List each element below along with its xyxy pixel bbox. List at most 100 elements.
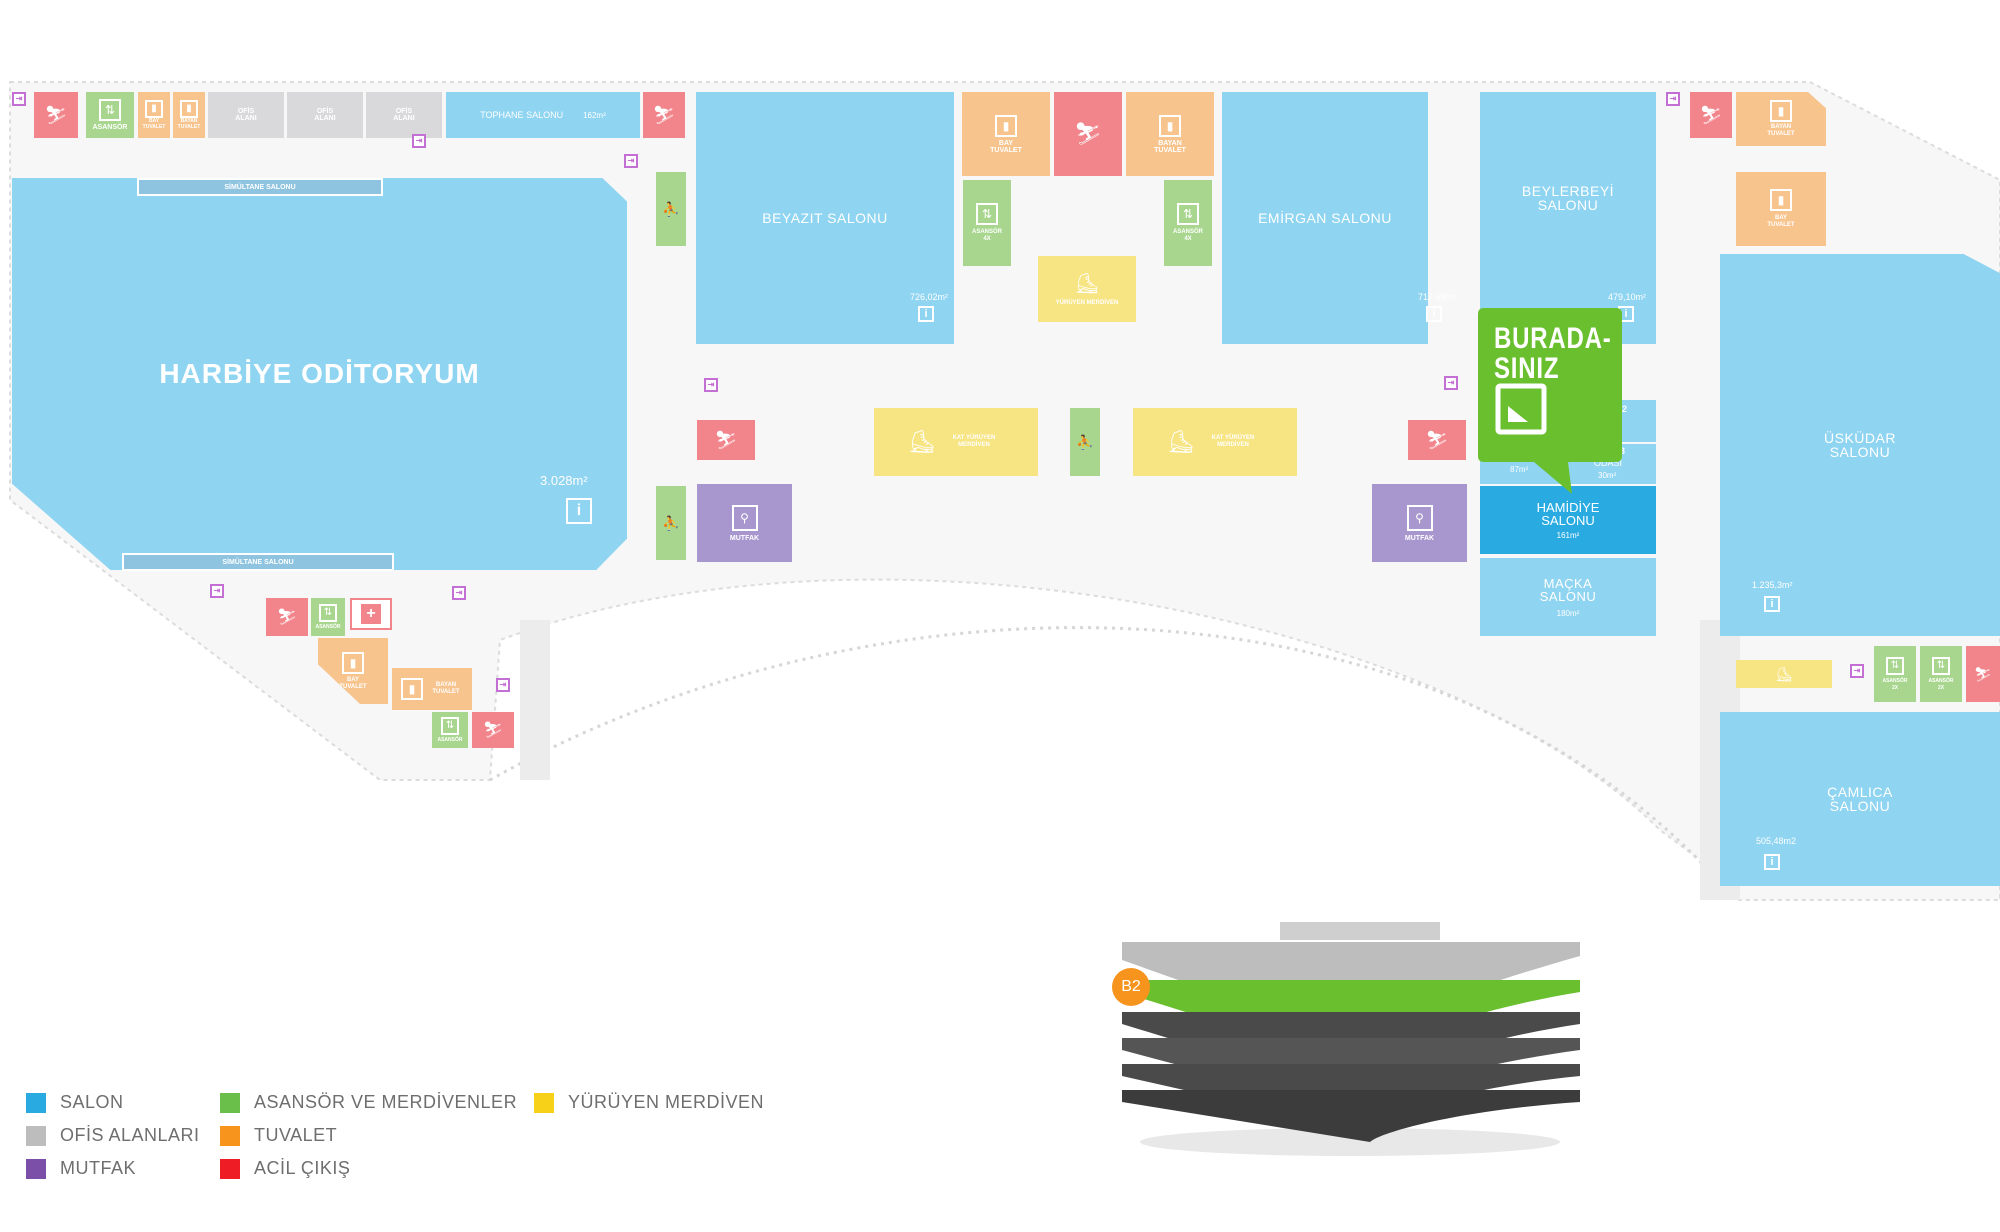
- escalator-icon: ⛸: [1775, 665, 1793, 682]
- elevator-lower-1[interactable]: ⇅ ASANSÖR: [311, 598, 345, 636]
- elevator-2x-1[interactable]: ⇅ ASANSÖR 2X: [1874, 646, 1916, 702]
- simultane-salon-top[interactable]: SİMÜLTANE SALONU: [137, 178, 383, 196]
- beyazit-area: 726,02m²: [910, 292, 949, 302]
- elevator-1[interactable]: ⇅ ASANSÖR: [86, 92, 134, 138]
- toilet-icon: ▮: [145, 100, 163, 118]
- first-aid-icon: +: [361, 604, 381, 624]
- elevator-icon: ⇅: [1886, 656, 1904, 675]
- exit-door-pin-icon: ⇥: [1444, 376, 1458, 390]
- stairs-2[interactable]: ⛹: [656, 486, 686, 560]
- tophane-area: 162m²: [583, 110, 606, 120]
- elevator-icon: ⇅: [1932, 656, 1950, 675]
- simultane-salon-bottom[interactable]: SİMÜLTANE SALONU: [122, 553, 394, 571]
- escalator-icon: ⛹: [662, 514, 680, 531]
- beylerbeyi-area: 479,10m²: [1608, 292, 1647, 302]
- hamidiye-salon[interactable]: HAMİDİYE SALONU 161m²: [1480, 486, 1656, 554]
- women-toilet-1[interactable]: ▮ BAYAN TUVALET: [173, 92, 205, 138]
- elevator-icon: ⇅: [319, 603, 337, 622]
- info-icon[interactable]: i: [566, 498, 592, 524]
- emergency-exit-3[interactable]: ⛷: [1054, 92, 1122, 176]
- legend-office: OFİS ALANLARI: [26, 1125, 200, 1146]
- escalator-center[interactable]: ⛸ YÜRÜYEN MERDİVEN: [1038, 256, 1136, 322]
- first-aid[interactable]: +: [350, 598, 392, 630]
- beyazit-salon[interactable]: BEYAZIT SALONU: [696, 92, 954, 344]
- legend-kitchen: MUTFAK: [26, 1158, 136, 1179]
- info-icon[interactable]: i: [918, 306, 934, 322]
- toilet-icon: ▮: [1770, 100, 1792, 122]
- floor-escalator-1[interactable]: ⛸ KAT YÜRÜYEN MERDİVEN: [874, 408, 1038, 476]
- legend-salon: SALON: [26, 1092, 124, 1113]
- exit-door-pin-icon: ⇥: [496, 678, 510, 692]
- women-toilet-4[interactable]: ▮ BAYAN TUVALET: [392, 668, 472, 710]
- kitchen-left[interactable]: ⚲ MUTFAK: [697, 484, 792, 562]
- exit-door-pin-icon: ⇥: [412, 134, 426, 148]
- emergency-exit-8[interactable]: ⛷: [266, 598, 308, 636]
- elevator-4x-right[interactable]: ⇅ ASANSÖR 4X: [1164, 180, 1212, 266]
- emergency-exit-icon: ⛷: [714, 429, 738, 450]
- harbiye-auditorium[interactable]: HARBİYE ODİTORYUM: [12, 178, 627, 570]
- emergency-exit-5[interactable]: ⛷: [1408, 420, 1466, 460]
- uskudar-salon[interactable]: ÜSKÜDAR SALONU: [1720, 254, 2000, 636]
- macka-salon[interactable]: MAÇKA SALONU 180m²: [1480, 558, 1656, 636]
- exit-door-pin-icon: ⇥: [1666, 92, 1680, 106]
- escalator-icon: ⛸: [1167, 429, 1195, 454]
- emergency-exit-icon: ⛷: [1425, 429, 1449, 450]
- exit-door-pin-icon: ⇥: [452, 586, 466, 600]
- camlica-area: 505,48m2: [1756, 836, 1797, 846]
- emergency-exit-6[interactable]: ⛷: [1690, 92, 1732, 138]
- legend-swatch: [220, 1092, 240, 1113]
- emergency-exit-icon: ⛷: [276, 609, 298, 626]
- camlica-salon[interactable]: ÇAMLICA SALONU: [1720, 712, 2000, 886]
- you-are-here-line2: SINIZ: [1494, 352, 1560, 385]
- info-icon[interactable]: i: [1764, 596, 1780, 612]
- legend-swatch: [26, 1092, 46, 1113]
- office-area-1[interactable]: OFİS ALANI: [208, 92, 284, 138]
- uskudar-area: 1.235,3m²: [1752, 580, 1793, 590]
- odasi-area: 30m²: [1598, 471, 1617, 480]
- emergency-exit-7[interactable]: ⛷: [1966, 646, 2000, 702]
- tophane-name: TOPHANE SALONU: [480, 110, 564, 120]
- tophane-salon[interactable]: TOPHANE SALONU 162m²: [446, 92, 640, 138]
- kitchen-right[interactable]: ⚲ MUTFAK: [1372, 484, 1467, 562]
- stairs-1[interactable]: ⛹: [656, 172, 686, 246]
- legend-escalator: YÜRÜYEN MERDİVEN: [534, 1092, 764, 1113]
- room-87-area: 87m²: [1510, 465, 1529, 474]
- legend-swatch: [220, 1125, 240, 1146]
- escalator-icon: ⛸: [908, 429, 936, 454]
- exit-door-pin-icon: ⇥: [704, 378, 718, 392]
- harbiye-name: HARBİYE ODİTORYUM: [159, 358, 480, 389]
- emirgan-salon[interactable]: EMİRGAN SALONU: [1222, 92, 1428, 344]
- emergency-exit-icon: ⛷: [652, 104, 676, 125]
- emergency-exit-icon: ⛷: [1699, 104, 1723, 125]
- escalator-right[interactable]: ⛸: [1736, 660, 1832, 688]
- emergency-exit-icon: ⛷: [1074, 121, 1102, 146]
- women-toilet-2[interactable]: ▮ BAYAN TUVALET: [1126, 92, 1214, 176]
- emergency-exit-9[interactable]: ⛷: [472, 712, 514, 748]
- legend-toilet: TUVALET: [220, 1125, 337, 1146]
- elevator-4x-left[interactable]: ⇅ ASANSÖR 4X: [963, 180, 1011, 266]
- office-area-3[interactable]: OFİS ALANI: [366, 92, 442, 138]
- info-icon[interactable]: i: [1764, 854, 1780, 870]
- beylerbeyi-salon[interactable]: BEYLERBEYİ SALONU: [1480, 92, 1656, 344]
- legend-swatch: [26, 1125, 46, 1146]
- emergency-exit-1[interactable]: ⛷: [34, 92, 78, 138]
- floor-escalator-2[interactable]: ⛸ KAT YÜRÜYEN MERDİVEN: [1133, 408, 1297, 476]
- elevator-icon: ⇅: [99, 99, 121, 121]
- elevator-icon: ⇅: [1177, 203, 1199, 225]
- you-are-here-marker: [1478, 308, 1622, 494]
- men-toilet-3[interactable]: ▮ BAY TUVALET: [1736, 172, 1826, 246]
- info-icon[interactable]: i: [1426, 306, 1442, 322]
- elevator-icon: ⇅: [441, 716, 459, 735]
- elevator-lower-2[interactable]: ⇅ ASANSÖR: [432, 712, 468, 748]
- elevator-2x-2[interactable]: ⇅ ASANSÖR 2X: [1920, 646, 1962, 702]
- men-toilet-1[interactable]: ▮ BAY TUVALET: [138, 92, 170, 138]
- exit-door-pin-icon: ⇥: [1850, 664, 1864, 678]
- toilet-icon: ▮: [401, 678, 423, 700]
- women-toilet-3[interactable]: ▮ BAYAN TUVALET: [1736, 92, 1826, 146]
- emergency-exit-2[interactable]: ⛷: [643, 92, 685, 138]
- stairs-3[interactable]: ⛹: [1070, 408, 1100, 476]
- emergency-exit-icon: ⛷: [44, 104, 68, 125]
- men-toilet-2[interactable]: ▮ BAY TUVALET: [962, 92, 1050, 176]
- emergency-exit-4[interactable]: ⛷: [697, 420, 755, 460]
- office-area-2[interactable]: OFİS ALANI: [287, 92, 363, 138]
